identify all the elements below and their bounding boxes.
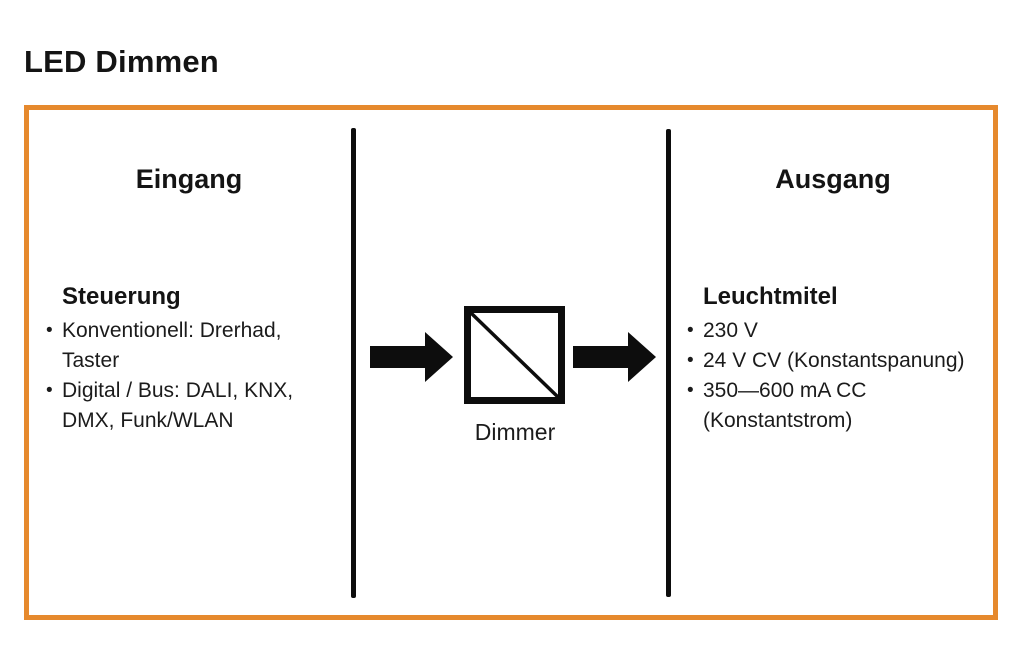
dimmer-symbol-icon <box>464 306 565 404</box>
list-item: 350—600 mA CC (Konstantstrom) <box>687 376 995 436</box>
list-item: Konventionell: Drerhad, Taster <box>46 316 340 376</box>
input-subheading: Steuerung <box>62 283 181 310</box>
output-subheading: Leuchtmitel <box>703 283 838 310</box>
divider-output <box>666 129 671 597</box>
divider-input <box>351 128 356 598</box>
arrow-right-icon <box>573 332 656 382</box>
page-title: LED Dimmen <box>24 44 219 79</box>
list-item: 24 V CV (Konstantspanung) <box>687 346 995 376</box>
output-column-heading: Ausgang <box>775 164 891 194</box>
input-list: Konventionell: Drerhad, Taster Digital /… <box>46 316 340 436</box>
dimmer-label: Dimmer <box>474 419 556 445</box>
list-item: 230 V <box>687 316 995 346</box>
list-item: Digital / Bus: DALI, KNX, DMX, Funk/WLAN <box>46 376 340 436</box>
output-list: 230 V 24 V CV (Konstantspanung) 350—600 … <box>687 316 995 436</box>
input-column-heading: Eingang <box>135 164 243 194</box>
output-content: Leuchtmitel 230 V 24 V CV (Konstantspanu… <box>687 283 995 436</box>
input-content: Steuerung Konventionell: Drerhad, Taster… <box>46 283 340 436</box>
arrow-right-icon <box>370 332 453 382</box>
